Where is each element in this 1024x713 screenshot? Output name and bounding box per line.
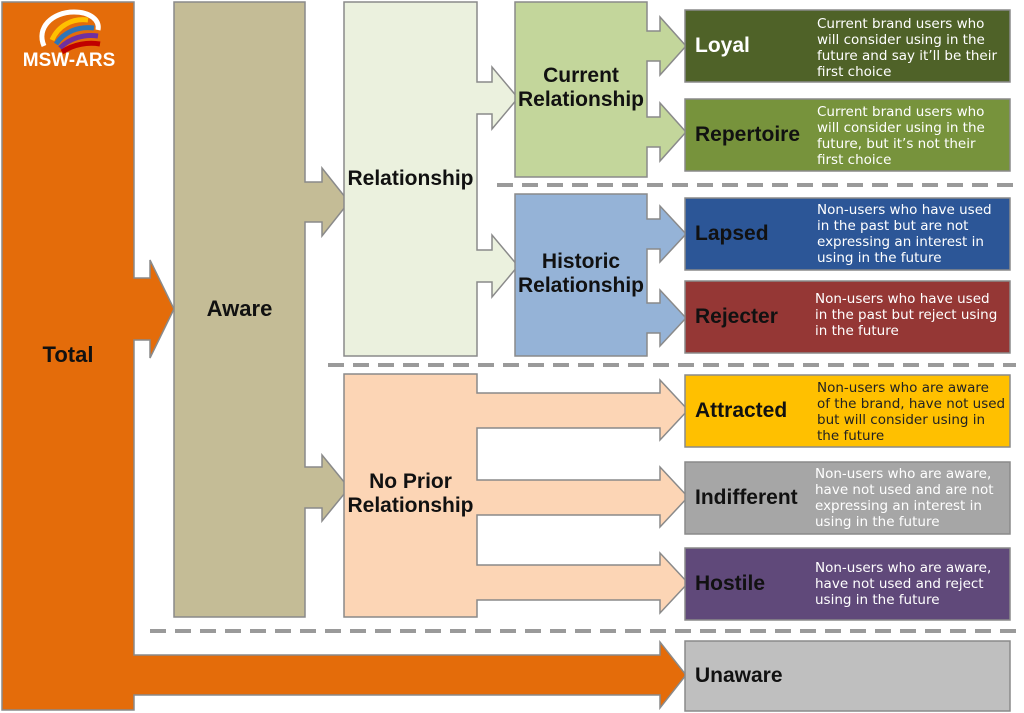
total-block: [1, 1, 687, 711]
historic-relationship-block: [514, 193, 688, 357]
rejecter-description: Non-users who have used in the past but …: [815, 291, 1009, 339]
repertoire-box: [684, 98, 1011, 172]
description-line: using in the future: [815, 514, 940, 530]
logo: MSW-ARS: [22, 50, 116, 71]
lapsed-description: Non-users who have used in the past but …: [817, 202, 1009, 266]
repertoire-description: Current brand users who will consider us…: [817, 104, 1009, 168]
repertoire-label: Repertoire: [695, 123, 801, 146]
no-prior-relationship-block: [343, 373, 690, 618]
historic-relationship-label: Historic Relationship: [515, 246, 647, 302]
description-line: in the future: [815, 323, 899, 339]
indifferent-label: Indifferent: [695, 486, 798, 509]
indifferent-box: [684, 461, 1011, 535]
description-line: Current brand users who: [817, 16, 985, 32]
aware-label: Aware: [206, 296, 273, 322]
historic-line-2: Relationship: [517, 274, 644, 297]
unaware-box: [684, 640, 1011, 712]
no-prior-line-1: No Prior: [369, 469, 452, 493]
rejecter-label: Rejecter: [695, 305, 778, 328]
current-relationship-block: [514, 1, 688, 178]
loyal-description: Current brand users who will consider us…: [817, 16, 1009, 80]
description-line: have not used and reject: [815, 576, 984, 592]
rejecter-box: [684, 280, 1011, 354]
msw-ars-logo-graphic: [39, 9, 101, 55]
description-line: of the brand, have not used: [817, 396, 1006, 412]
description-line: using in the future: [815, 592, 940, 608]
attracted-label: Attracted: [695, 399, 788, 422]
description-line: first choice: [817, 64, 892, 80]
lapsed-label: Lapsed: [695, 222, 769, 245]
description-line: expressing an interest in: [815, 498, 982, 514]
lapsed-box: [684, 197, 1011, 271]
attracted-description: Non-users who are aware of the brand, ha…: [817, 380, 1009, 444]
description-line: future and say it’ll be their: [817, 48, 998, 64]
description-line: using in the future: [817, 250, 942, 266]
aware-block: [173, 1, 350, 618]
historic-line-1: Historic: [541, 249, 621, 273]
hostile-description: Non-users who are aware, have not used a…: [815, 560, 1009, 608]
loyal-label: Loyal: [695, 34, 750, 57]
relationship-block: [343, 1, 519, 357]
no-prior-relationship-label: No Prior Relationship: [344, 466, 477, 522]
unaware-label: Unaware: [695, 664, 783, 687]
description-line: have not used and are not: [815, 482, 994, 498]
relationship-label: Relationship: [347, 166, 474, 190]
description-line: future, but it’s not their: [817, 136, 976, 152]
description-line: Current brand users who: [817, 104, 985, 120]
description-line: in the past but are not: [817, 218, 969, 234]
hostile-label: Hostile: [695, 572, 766, 595]
attracted-box: [684, 374, 1011, 448]
description-line: Non-users who are aware,: [815, 560, 992, 576]
current-line-1: Current: [543, 63, 619, 87]
description-line: Non-users who are aware,: [815, 466, 992, 482]
description-line: Non-users who are aware: [817, 380, 989, 396]
current-line-2: Relationship: [517, 88, 644, 111]
total-label: Total: [42, 342, 94, 368]
description-line: expressing an interest in: [817, 234, 984, 250]
description-line: will consider using in the: [817, 120, 985, 136]
description-line: will consider using in the: [817, 32, 985, 48]
loyal-box: [684, 9, 1011, 83]
hostile-box: [684, 547, 1011, 621]
description-line: Non-users who have used: [817, 202, 992, 218]
description-line: but will consider using in: [817, 412, 986, 428]
description-line: first choice: [817, 152, 892, 168]
description-line: in the past but reject using: [815, 307, 998, 323]
current-relationship-label: Current Relationship: [515, 60, 647, 116]
description-line: the future: [817, 428, 885, 444]
indifferent-description: Non-users who are aware, have not used a…: [815, 466, 1009, 530]
no-prior-line-2: Relationship: [347, 494, 474, 517]
description-line: Non-users who have used: [815, 291, 990, 307]
